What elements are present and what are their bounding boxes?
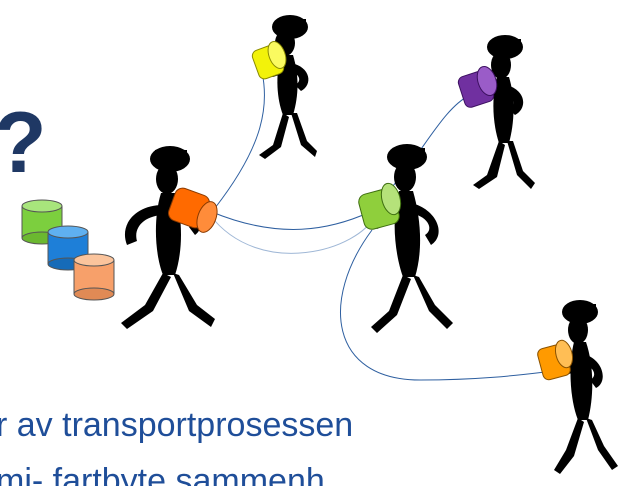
wire-orange-to-green [209,214,376,254]
cup-green-icon [358,182,402,230]
communication-illustration [21,15,618,474]
cup-yellow-icon [251,41,287,80]
figure-yellow-cup [251,15,317,159]
wire-orange-to-yellow [214,71,265,209]
question-mark: ? [0,100,47,186]
database-orange-icon [73,253,115,301]
figure-purple-cup [457,35,535,189]
database-stack-icon [21,199,115,301]
caption-line-2: mi- fartbyte sammenh... [0,462,354,500]
figure-green-cup [358,144,453,333]
figure-orange-cup [121,146,218,329]
cup-orange-icon [168,187,218,233]
caption-line-1: r av transportprosessen [0,406,354,444]
wire-green-to-orange2 [340,229,546,381]
figure-orange2-cup [537,300,618,474]
wire-orange-to-green-2 [211,211,371,230]
cup-purple-icon [457,65,498,108]
cup-orange2-icon [537,339,574,381]
